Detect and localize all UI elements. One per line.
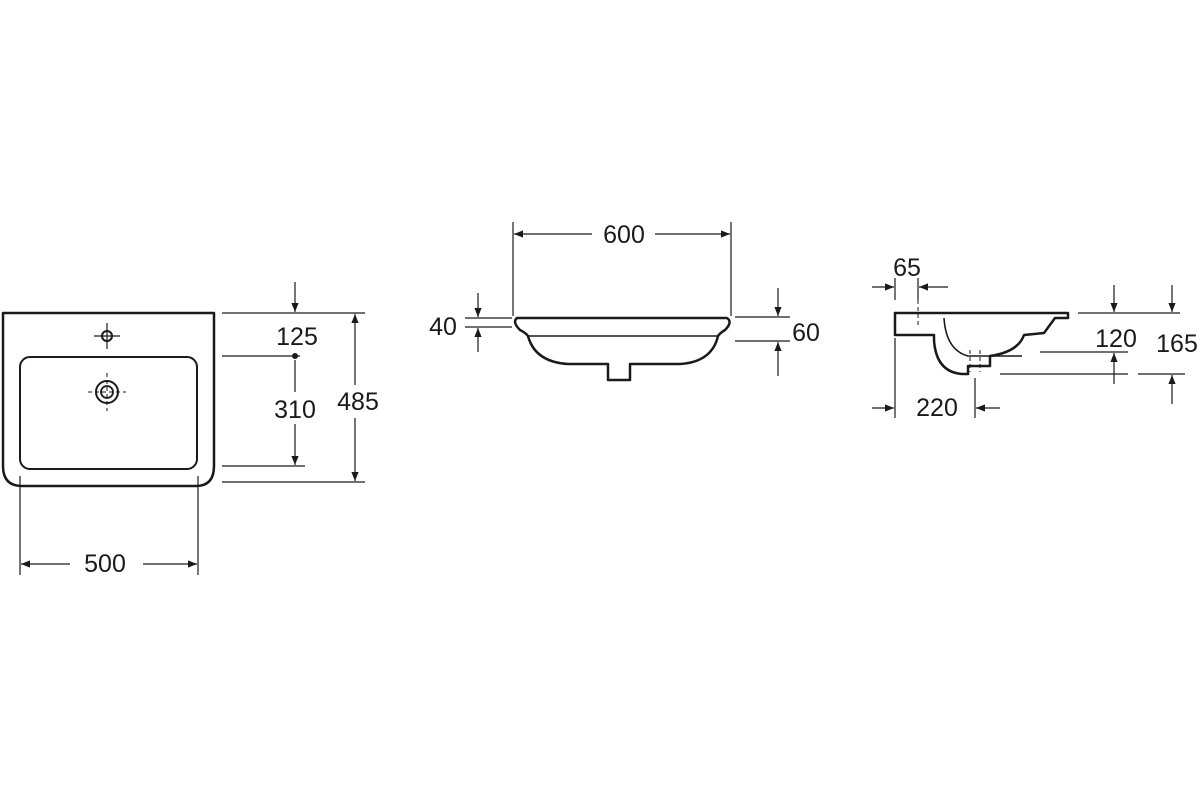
dim-drain-depth: 220 (916, 394, 958, 422)
dim-rim-height: 40 (429, 313, 457, 341)
dim-height-total: 165 (1156, 330, 1198, 358)
top-view: 125 310 485 500 (1, 282, 379, 578)
side-view: 65 220 120 165 (872, 254, 1198, 422)
dim-width-top: 500 (84, 550, 126, 578)
tap-hole-icon (94, 323, 120, 349)
dim-width-front: 600 (603, 221, 645, 249)
dim-depth: 485 (337, 388, 379, 416)
top-view-bowl-outline (19, 356, 198, 470)
drain-icon (88, 373, 126, 411)
dim-height-inner: 120 (1095, 325, 1137, 353)
side-view-inner-curve (943, 317, 1022, 357)
dim-rim-offset: 65 (893, 254, 921, 282)
front-view: 600 40 60 (429, 221, 820, 382)
dim-drain-offset: 310 (274, 396, 316, 424)
side-view-basin-profile (893, 311, 1070, 376)
dim-tap-offset: 125 (276, 323, 318, 351)
top-view-basin-outline (1, 311, 216, 488)
front-view-basin-profile (513, 316, 731, 382)
dim-bowl-height: 60 (792, 319, 820, 347)
